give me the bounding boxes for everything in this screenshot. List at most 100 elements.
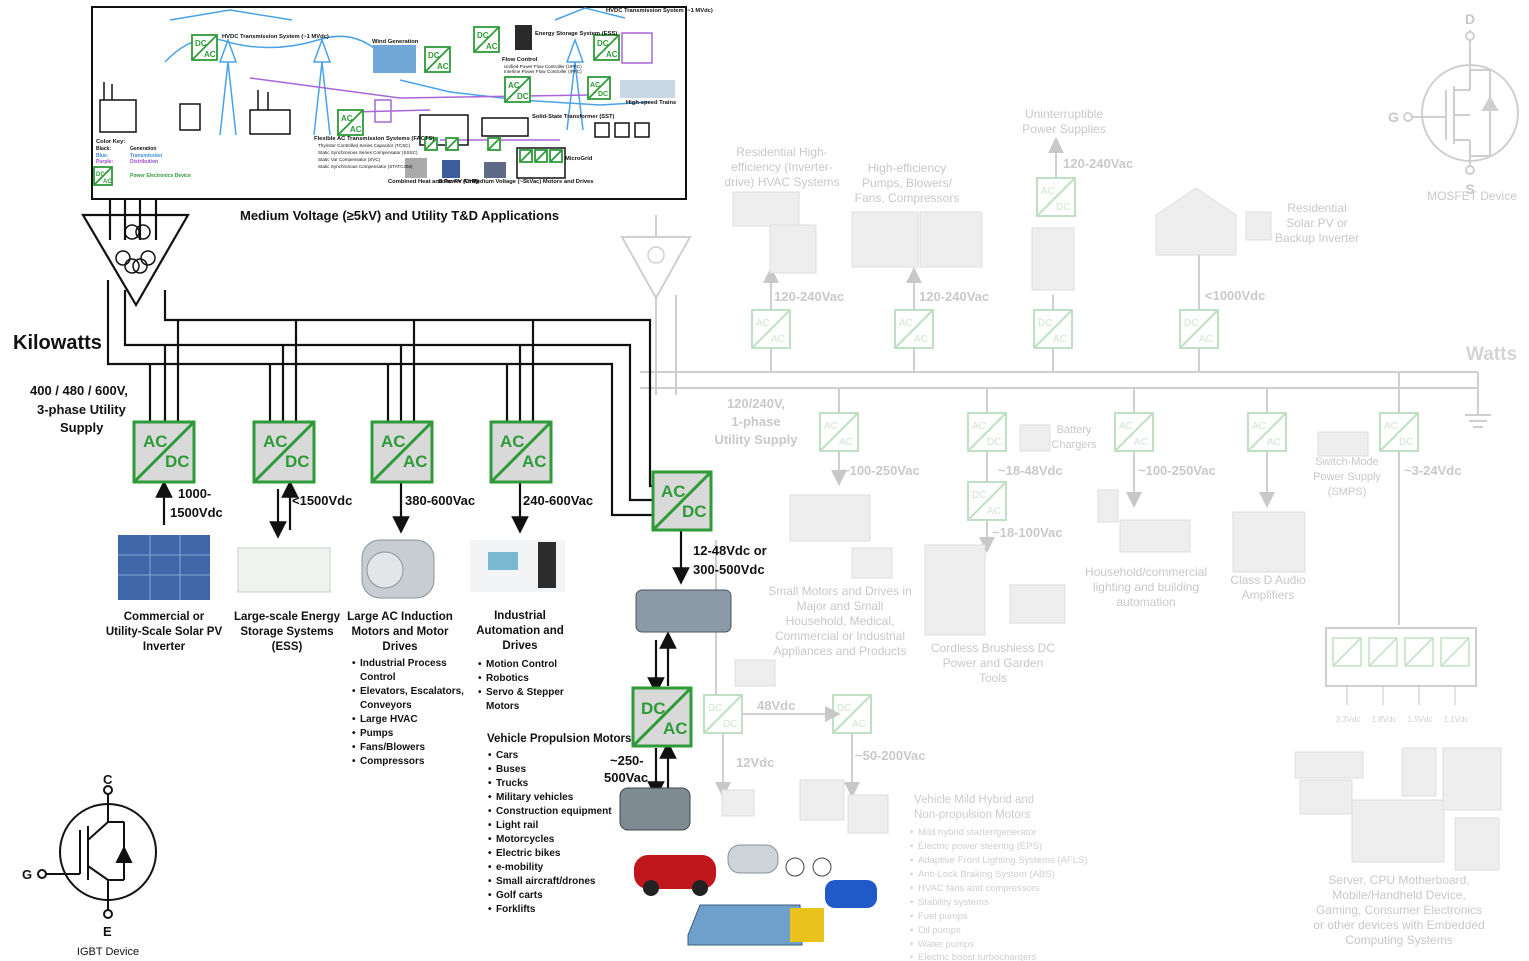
mosfet-label: MOSFET Device <box>1427 189 1517 203</box>
sst-label: Solid-State Transformer (SST) <box>532 114 615 120</box>
solar-2: Solar PV or <box>1286 216 1347 230</box>
smps-3: (SMPS) <box>1328 486 1367 498</box>
cap-motors-1: Large AC Induction <box>347 611 453 623</box>
svg-text:DC: DC <box>1038 318 1052 329</box>
svg-text:AC: AC <box>1252 421 1266 432</box>
motor-bullet: Compressors <box>360 756 425 767</box>
conv4-top: AC <box>500 432 525 451</box>
server-5: Computing Systems <box>1345 933 1452 947</box>
small-motors-2: Major and Small <box>797 599 884 613</box>
small-motors-1: Small Motors and Drives in <box>768 584 911 598</box>
svg-text:AC: AC <box>914 334 928 345</box>
svg-text:AC: AC <box>1119 421 1133 432</box>
svg-text:•: • <box>910 855 913 866</box>
v-ups: 120-240Vac <box>1063 156 1133 171</box>
vpm-bullet: Small aircraft/drones <box>496 876 596 887</box>
v12: 12Vdc <box>736 755 774 770</box>
rail-3: 1.5Vdc <box>1408 715 1433 724</box>
pumps-2: Pumps, Blowers/ <box>862 176 953 190</box>
svg-text:AC: AC <box>1384 421 1398 432</box>
vpm-title: Vehicle Propulsion Motors <box>487 733 631 745</box>
motor-bullet: Fans/Blowers <box>360 742 425 753</box>
server-2: Mobile/Handheld Device, <box>1332 888 1465 902</box>
v-smps: ~3-24Vdc <box>1404 463 1461 478</box>
svg-text:DC: DC <box>517 92 529 101</box>
conv3-bot: AC <box>403 452 428 471</box>
facts-title: Flexible AC Transmission Systems (FACTS) <box>314 136 434 142</box>
lighting-2: lighting and building <box>1093 580 1199 594</box>
hvdc-left-label: HVDC Transmission System (~1 MVdc) <box>222 34 329 40</box>
v-light: ~100-250Vac <box>1138 463 1216 478</box>
svg-text:•: • <box>488 820 492 831</box>
utility-1: 120/240V, <box>727 396 785 411</box>
volt-motors: 380-600Vac <box>405 493 475 508</box>
solar-3: Backup Inverter <box>1275 231 1359 245</box>
mild-bullet: Stability systems <box>918 897 989 908</box>
mild-bullet: Electric boost turbochargers <box>918 952 1037 961</box>
svg-text:AC: AC <box>987 506 1001 517</box>
svg-text:•: • <box>910 897 913 908</box>
svg-text:•: • <box>488 876 492 887</box>
motor-bullet: Large HVAC <box>360 714 418 725</box>
facts-item-4: Static Synchronous Compensator (STATCOM) <box>318 164 413 169</box>
vpm-bullet: Electric bikes <box>496 848 561 859</box>
watts-label: Watts <box>1466 344 1517 365</box>
v-small: ~100-250Vac <box>842 463 920 478</box>
cordless-1: Cordless Brushless DC <box>931 641 1055 655</box>
rail-2: 1.8Vdc <box>1372 715 1397 724</box>
hvac-2: efficiency (Inverter- <box>731 160 833 174</box>
color-key-label: Color Key: <box>96 139 125 145</box>
mild-bullet: Mild hybrid starter/generator <box>918 827 1037 838</box>
volt-ess: <1500Vdc <box>292 493 352 508</box>
svg-text:DC: DC <box>1399 437 1413 448</box>
key-blue: Blue: <box>96 153 109 159</box>
mild-bullet: Water pumps <box>918 939 974 950</box>
svg-text:•: • <box>910 883 913 894</box>
cap-ess-3: (ESS) <box>272 641 303 653</box>
auto-bullet: Motion Control <box>486 659 557 670</box>
svg-text:AC: AC <box>852 719 866 730</box>
svg-text:DC: DC <box>723 719 737 730</box>
mild-bullet: Electric power steering (EPS) <box>918 841 1042 852</box>
smps-1: Switch-Mode <box>1315 456 1379 468</box>
volt-automation: 240-600Vac <box>523 493 593 508</box>
svg-text:•: • <box>488 792 492 803</box>
v-pumps: 120-240Vac <box>919 289 989 304</box>
auto-bullet: Robotics <box>486 673 529 684</box>
inset-text: HVDC Transmission System (~1 MVdc) HVDC … <box>96 8 713 185</box>
supply-line-3: Supply <box>60 420 104 435</box>
server-3: Gaming, Consumer Electronics <box>1316 903 1482 917</box>
svg-text:AC: AC <box>1134 437 1148 448</box>
svg-text:AC: AC <box>437 62 449 71</box>
lighting-3: automation <box>1116 595 1175 609</box>
cap-ess-2: Storage Systems <box>240 626 333 638</box>
conv3-top: AC <box>381 432 406 451</box>
cap-auto-3: Drives <box>502 640 537 652</box>
cap-auto-1: Industrial <box>494 610 546 622</box>
svg-text:•: • <box>478 673 482 684</box>
battery-2: Chargers <box>1051 439 1097 451</box>
svg-text:•: • <box>488 904 492 915</box>
motor-bullet: Pumps <box>360 728 394 739</box>
motor-volt-1: ~250- <box>610 753 644 768</box>
v48: 48Vdc <box>757 698 795 713</box>
cap-motors-2: Motors and Motor <box>351 626 449 638</box>
cap-solar-1: Commercial or <box>124 611 205 623</box>
cordless-2: Power and Garden <box>943 656 1044 670</box>
svg-text:DC: DC <box>1056 202 1070 213</box>
trains-label: High-speed Trains <box>626 100 676 106</box>
key-black: Black: <box>96 146 111 152</box>
svg-text:DC: DC <box>972 490 986 501</box>
dcac-top: DC <box>641 699 666 718</box>
vpm-bullet: Golf carts <box>496 890 543 901</box>
vpm-bullet: Trucks <box>496 778 529 789</box>
svg-text:AC: AC <box>1053 334 1067 345</box>
vpm-bullet: Military vehicles <box>496 792 574 803</box>
igbt-g: G <box>22 867 32 882</box>
small-motors-3: Household, Medical, <box>786 614 895 628</box>
svg-text:•: • <box>910 827 913 838</box>
svg-text:•: • <box>488 750 492 761</box>
igbt-symbol <box>37 785 157 919</box>
small-motors-4: Commercial or Industrial <box>775 629 905 643</box>
